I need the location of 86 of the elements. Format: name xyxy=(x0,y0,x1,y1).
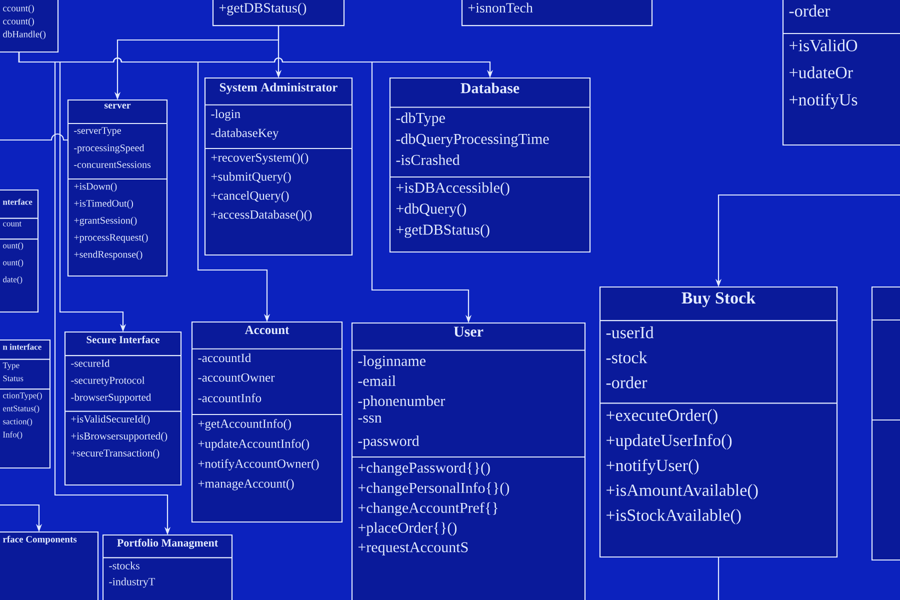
method-text: +executeOrder() xyxy=(606,409,718,424)
class-name: Buy Stock xyxy=(682,292,756,308)
attribute-text: -order xyxy=(606,376,648,388)
method-text: +recoverSystem()() xyxy=(211,152,308,164)
method-text: +manageAccount() xyxy=(198,478,294,490)
method-text: ount() xyxy=(3,242,24,250)
attribute-text: -serverType xyxy=(74,127,121,136)
method-text: +isnonTech xyxy=(468,2,533,13)
method-text: +isDown() xyxy=(74,182,117,192)
class-box xyxy=(871,286,900,561)
method-text: +submitQuery() xyxy=(211,172,291,184)
attribute-text: -phonenumber xyxy=(358,395,446,410)
method-text: +isValidO xyxy=(790,39,858,52)
attribute-text: -ssn xyxy=(358,415,382,423)
method-text: ctionType() xyxy=(3,392,42,400)
method-text: +changePassword{}() xyxy=(358,462,490,476)
attribute-text: -order xyxy=(789,4,830,17)
attribute-text: -processingSpeed xyxy=(74,144,144,154)
method-text: +grantSession() xyxy=(74,216,137,226)
method-text: +changeAccountPref{} xyxy=(358,502,498,516)
attribute-text: -login xyxy=(211,109,240,121)
method-text: +udateOr xyxy=(790,66,853,78)
class-name: Secure Interface xyxy=(86,336,160,344)
method-text: +isBrowsersupported() xyxy=(71,432,168,442)
method-text: +requestAccountS xyxy=(358,542,468,556)
method-text: +updateAccountInfo() xyxy=(198,438,310,450)
method-text: +dbQuery() xyxy=(396,203,466,217)
attribute-text: -concurentSessions xyxy=(74,161,151,168)
attribute-text: -stock xyxy=(606,351,648,364)
attribute-text: -accountOwner xyxy=(198,373,275,382)
attribute-text: Status xyxy=(3,376,24,382)
method-text: +getDBStatus() xyxy=(396,224,490,238)
attribute-text: -browserSupported xyxy=(71,393,152,403)
attribute-text: -accountId xyxy=(198,353,251,362)
method-text: date() xyxy=(3,276,22,284)
attribute-text: -password xyxy=(358,435,420,450)
method-text: +isDBAccessible() xyxy=(396,182,510,196)
method-text: +isAmountAvailable() xyxy=(606,484,758,500)
attribute-text: -isCrashed xyxy=(396,154,460,165)
class-name: rface Components xyxy=(2,536,77,544)
attribute-text: Type xyxy=(2,362,20,370)
method-text: +isTimedOut() xyxy=(74,200,133,209)
attribute-text: -userId xyxy=(606,326,654,338)
method-text: dbHandle() xyxy=(3,30,46,40)
class-name: System Administrator xyxy=(220,82,338,94)
attribute-text: -industryT xyxy=(109,578,155,588)
method-text: +notifyUser() xyxy=(606,459,699,475)
attribute-text: -databaseKey xyxy=(211,128,279,140)
method-text: +sendResponse() xyxy=(74,250,142,260)
method-text: entStatus() xyxy=(3,405,40,414)
method-text: +changePersonalInfo{}() xyxy=(358,482,510,496)
attribute-text: count xyxy=(3,222,22,226)
method-text: ount() xyxy=(3,259,24,268)
method-text: +secureTransaction() xyxy=(71,449,160,459)
method-text: ccount() xyxy=(3,4,34,14)
class-name: nterface xyxy=(2,198,32,205)
attribute-text: -stocks xyxy=(109,562,140,570)
attribute-text: -dbType xyxy=(396,112,445,126)
class-name: Portfolio Managment xyxy=(117,538,218,549)
method-text: +getAccountInfo() xyxy=(198,418,291,430)
method-text: ccount() xyxy=(3,18,34,26)
attribute-text: -securetyProtocol xyxy=(71,376,145,386)
method-text: +isValidSecureId() xyxy=(71,415,150,425)
connector xyxy=(718,557,720,600)
class-name: Database xyxy=(460,82,520,94)
method-text: +cancelQuery() xyxy=(211,190,289,202)
method-text: Info() xyxy=(3,431,22,440)
attribute-text: -email xyxy=(358,375,396,386)
class-name: server xyxy=(104,104,131,109)
attribute-text: -loginname xyxy=(358,355,426,370)
connector xyxy=(0,133,68,141)
attribute-text: -accountInfo xyxy=(198,393,262,402)
method-text: +getDBStatus() xyxy=(219,2,306,16)
attribute-text: -secureId xyxy=(71,359,110,367)
method-text: +accessDatabase()() xyxy=(211,210,312,222)
method-text: +isStockAvailable() xyxy=(606,509,741,524)
class-name: User xyxy=(454,326,484,337)
method-text: +notifyAccountOwner() xyxy=(198,458,319,470)
method-text: saction() xyxy=(3,418,32,426)
method-text: +updateUserInfo() xyxy=(606,434,732,450)
attribute-text: -dbQueryProcessingTime xyxy=(396,133,549,148)
class-name: Account xyxy=(244,326,290,334)
method-text: +notifyUs xyxy=(790,93,858,109)
class-name: n interface xyxy=(2,344,42,350)
method-text: +placeOrder{}() xyxy=(358,522,457,536)
method-text: +processRequest() xyxy=(74,234,148,243)
